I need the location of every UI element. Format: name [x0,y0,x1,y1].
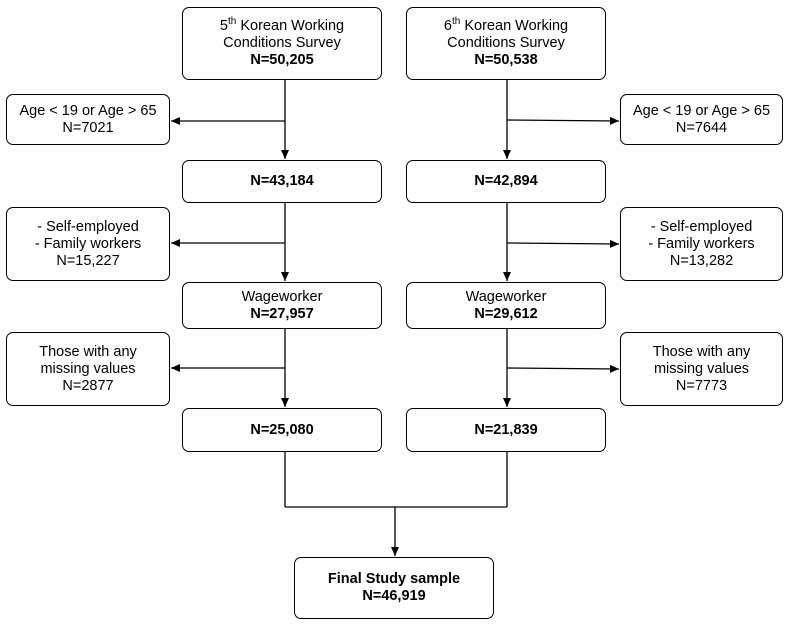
right-after-missing-box: N=21,839 [406,408,606,452]
arrow-right-excl-age [506,116,620,125]
right-excl-self-n: N=13,282 [669,252,734,269]
right-wage-n: N=29,612 [474,305,538,322]
left-after-missing-n: N=25,080 [250,421,314,438]
right-excl-missing-line2: missing values [653,360,750,377]
right-survey-n: N=50,538 [474,52,538,68]
right-survey-box: 6th Korean Working Conditions Survey N=5… [406,7,606,80]
arrow-right-excl-self [506,239,620,248]
right-survey-line2: Conditions Survey [447,35,565,51]
left-wage-box: Wageworker N=27,957 [182,282,382,329]
left-excl-missing-line2: missing values [40,360,136,377]
left-wage-label: Wageworker [241,288,323,305]
right-excl-self-line1: - Self-employed [650,218,753,235]
right-excl-missing-n: N=7773 [675,377,728,394]
final-sample-box: Final Study sample N=46,919 [294,557,494,619]
left-excl-missing-box: Those with any missing values N=2877 [6,332,170,406]
left-survey-line2: Conditions Survey [223,35,341,51]
right-excl-age-box: Age < 19 or Age > 65 N=7644 [620,94,783,145]
right-excl-self-box: - Self-employed - Family workers N=13,28… [620,207,783,281]
left-survey-line1: 5th Korean Working [219,16,345,35]
left-excl-self-n: N=15,227 [56,252,120,269]
right-after-age-box: N=42,894 [406,160,606,203]
left-survey-n: N=50,205 [250,52,314,68]
left-excl-missing-line1: Those with any [39,343,137,360]
left-after-age-n: N=43,184 [250,173,314,189]
final-sample-label: Final Study sample [327,571,461,587]
left-after-age-box: N=43,184 [182,160,382,203]
right-wage-box: Wageworker N=29,612 [406,282,606,329]
final-sample-n: N=46,919 [362,588,426,604]
right-excl-age-label: Age < 19 or Age > 65 [632,102,771,119]
right-excl-missing-line1: Those with any [652,343,751,360]
left-survey-box: 5th Korean Working Conditions Survey N=5… [182,7,382,80]
right-excl-age-n: N=7644 [675,119,728,136]
right-survey-line1: 6th Korean Working [443,16,569,35]
left-excl-self-box: - Self-employed - Family workers N=15,22… [6,207,170,281]
left-excl-age-n: N=7021 [62,119,114,136]
left-wage-n: N=27,957 [250,305,314,322]
left-excl-self-line1: - Self-employed [37,218,139,235]
left-excl-self-line2: - Family workers [34,235,142,252]
right-after-age-n: N=42,894 [474,173,538,189]
left-excl-age-label: Age < 19 or Age > 65 [19,102,157,119]
left-excl-missing-n: N=2877 [62,377,114,394]
right-after-missing-n: N=21,839 [474,421,538,438]
left-after-missing-box: N=25,080 [182,408,382,452]
right-excl-missing-box: Those with any missing values N=7773 [620,332,783,406]
arrow-right-excl-missing [506,364,620,373]
right-wage-label: Wageworker [465,288,547,305]
right-excl-self-line2: - Family workers [648,235,755,252]
left-excl-age-box: Age < 19 or Age > 65 N=7021 [6,94,170,145]
